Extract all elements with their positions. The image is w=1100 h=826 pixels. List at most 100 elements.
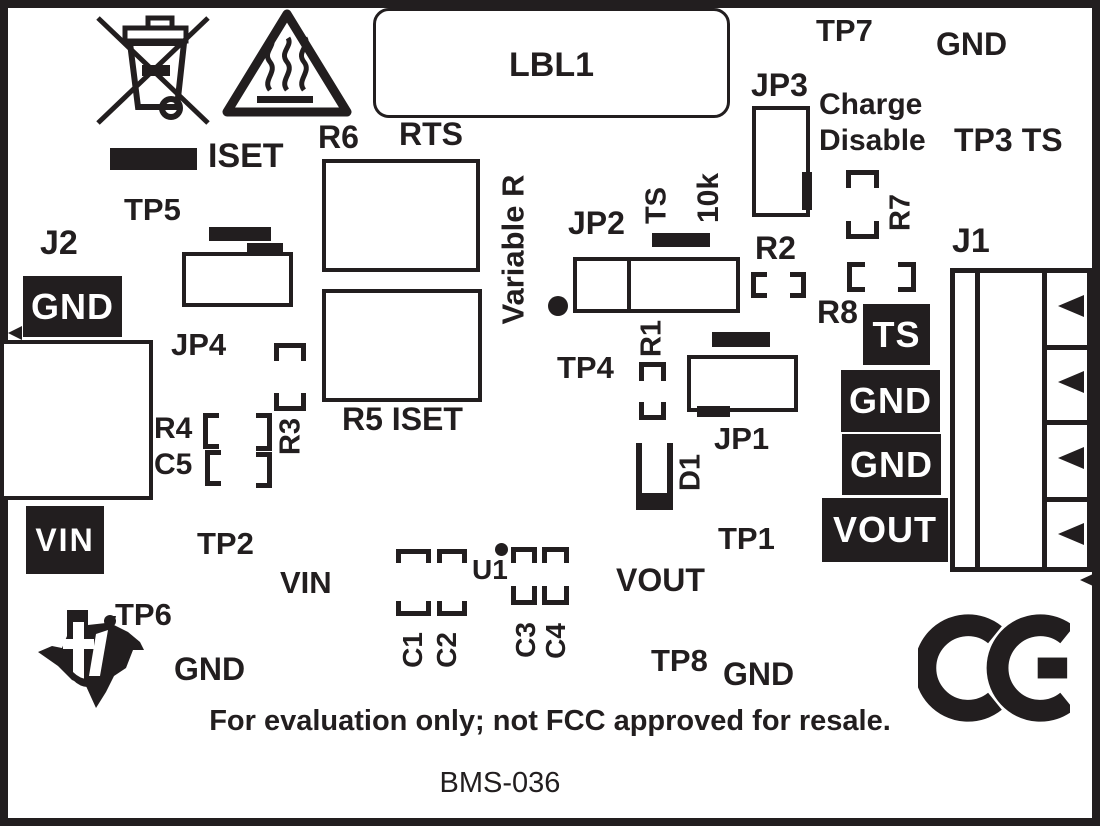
j1-cell-divider-3 xyxy=(1047,497,1087,502)
r1-outline-bottom xyxy=(639,402,666,420)
c3-label: C3 xyxy=(510,622,541,658)
d1-label: D1 xyxy=(674,453,707,492)
r7-label: R7 xyxy=(884,193,917,232)
ts-rotated-label: TS xyxy=(640,186,673,225)
r2-outline-right xyxy=(790,272,806,298)
vout-net-label: VOUT xyxy=(616,562,705,598)
d1-cathode-mark xyxy=(638,493,671,508)
j1-pin-arrow-icon-2 xyxy=(1058,371,1084,393)
r1-outline-top xyxy=(639,362,666,381)
vin-net-label: VIN xyxy=(280,565,332,600)
vin-pad: VIN xyxy=(26,506,104,574)
label-box-text: LBL1 xyxy=(509,46,594,84)
j1-cell-divider-2 xyxy=(1047,420,1087,425)
tp3-label: TP3 xyxy=(954,122,1013,158)
r4-outline-left xyxy=(203,413,219,449)
r8-outline-left xyxy=(847,262,865,292)
jp4-pad-2 xyxy=(247,243,283,252)
iset-label: ISET xyxy=(208,137,284,175)
j1-vout-pad: VOUT xyxy=(822,498,948,562)
r4-outline-right xyxy=(256,413,272,451)
ce-mark-icon xyxy=(918,610,1070,726)
tp6-gnd-label: GND xyxy=(174,651,246,687)
j1-pin-arrow-icon-4 xyxy=(1058,523,1084,545)
r5-iset-label: R5 ISET xyxy=(342,401,463,437)
jp3-pad xyxy=(802,172,812,210)
j1-cell-divider-1 xyxy=(1047,345,1087,350)
j1-pin-arrow-icon-3 xyxy=(1058,447,1084,469)
c2-label: C2 xyxy=(431,632,462,668)
tp5-label: TP5 xyxy=(124,192,181,227)
rts-label: RTS xyxy=(399,116,463,152)
tp8-label: TP8 xyxy=(651,643,708,678)
jp2-label: JP2 xyxy=(568,205,625,241)
jp4-jumper xyxy=(182,252,293,307)
tp1-label: TP1 xyxy=(718,521,775,556)
variable-r-label: Variable R xyxy=(495,174,531,325)
weee-crossed-bin-icon xyxy=(95,13,211,127)
charge-disable-line1: Charge xyxy=(819,88,923,121)
10k-label: 10k xyxy=(692,172,725,224)
gnd-top-label: GND xyxy=(936,26,1008,62)
u1-label: U1 xyxy=(472,554,508,585)
jp1-label: JP1 xyxy=(714,421,770,456)
r8-outline-right xyxy=(898,262,916,292)
c5-outline-right xyxy=(256,452,272,488)
tp7-label: TP7 xyxy=(816,13,873,48)
tp6-label: TP6 xyxy=(115,597,172,632)
j2-pin1-arrow-icon xyxy=(8,326,22,340)
evaluation-disclaimer: For evaluation only; not FCC approved fo… xyxy=(209,705,891,737)
board-part-number: BMS-036 xyxy=(439,767,561,799)
hot-surface-warning-icon xyxy=(222,8,352,120)
r8-label: R8 xyxy=(817,294,858,330)
r4-label: R4 xyxy=(154,412,193,445)
jp4-pad-1 xyxy=(209,227,271,241)
j1-gnd-pad-2: GND xyxy=(842,434,941,495)
r5-iset-potentiometer xyxy=(322,289,482,402)
j2-connector xyxy=(0,340,153,500)
j1-pin-arrow-icon-1 xyxy=(1058,295,1084,317)
jp2-pin1-dot xyxy=(548,296,568,316)
j1-gnd-pad-1: GND xyxy=(841,370,940,432)
j2-label: J2 xyxy=(40,224,78,262)
c2-outline-top xyxy=(437,549,467,563)
r1-label: R1 xyxy=(635,319,668,358)
c1-outline-bottom xyxy=(396,601,431,616)
jp1-jumper xyxy=(687,355,798,412)
r6-rts-potentiometer xyxy=(322,159,480,272)
c4-outline-top xyxy=(542,547,569,563)
tp2-label: TP2 xyxy=(197,526,254,561)
c3-outline-top xyxy=(511,547,537,563)
texas-instruments-logo xyxy=(36,608,146,712)
c4-label: C4 xyxy=(540,623,571,659)
tp4-label: TP4 xyxy=(557,350,614,385)
charge-disable-line2: Disable xyxy=(819,124,926,157)
u1-pin1-dot xyxy=(495,543,508,556)
j1-inner-line-1 xyxy=(975,273,980,567)
r2-label: R2 xyxy=(755,230,796,266)
c4-outline-bottom xyxy=(542,586,569,605)
r3-outline-top xyxy=(274,343,306,361)
r7-outline-bottom xyxy=(846,221,879,239)
board-edge-arrow-icon xyxy=(1080,574,1093,586)
iset-pad xyxy=(110,148,197,170)
jp2-divider xyxy=(627,259,631,311)
r3-label: R3 xyxy=(274,417,307,456)
ts-top-label: TS xyxy=(1021,122,1063,158)
j1-ts-pad: TS xyxy=(863,304,930,365)
j1-inner-line-2 xyxy=(1042,273,1047,567)
jp2-pad xyxy=(652,233,710,247)
j1-label: J1 xyxy=(952,222,990,260)
tp8-gnd-label: GND xyxy=(723,656,795,692)
c3-outline-bottom xyxy=(511,586,537,605)
c5-label: C5 xyxy=(154,448,193,481)
jp4-label: JP4 xyxy=(171,327,227,362)
c1-outline-top xyxy=(396,549,431,563)
r6-label: R6 xyxy=(318,119,359,155)
jp2-jumper xyxy=(573,257,740,313)
r3-outline-bottom xyxy=(274,393,306,411)
c2-outline-bottom xyxy=(437,601,467,616)
c5-outline-left xyxy=(205,450,221,486)
r2-outline-left xyxy=(751,272,767,298)
